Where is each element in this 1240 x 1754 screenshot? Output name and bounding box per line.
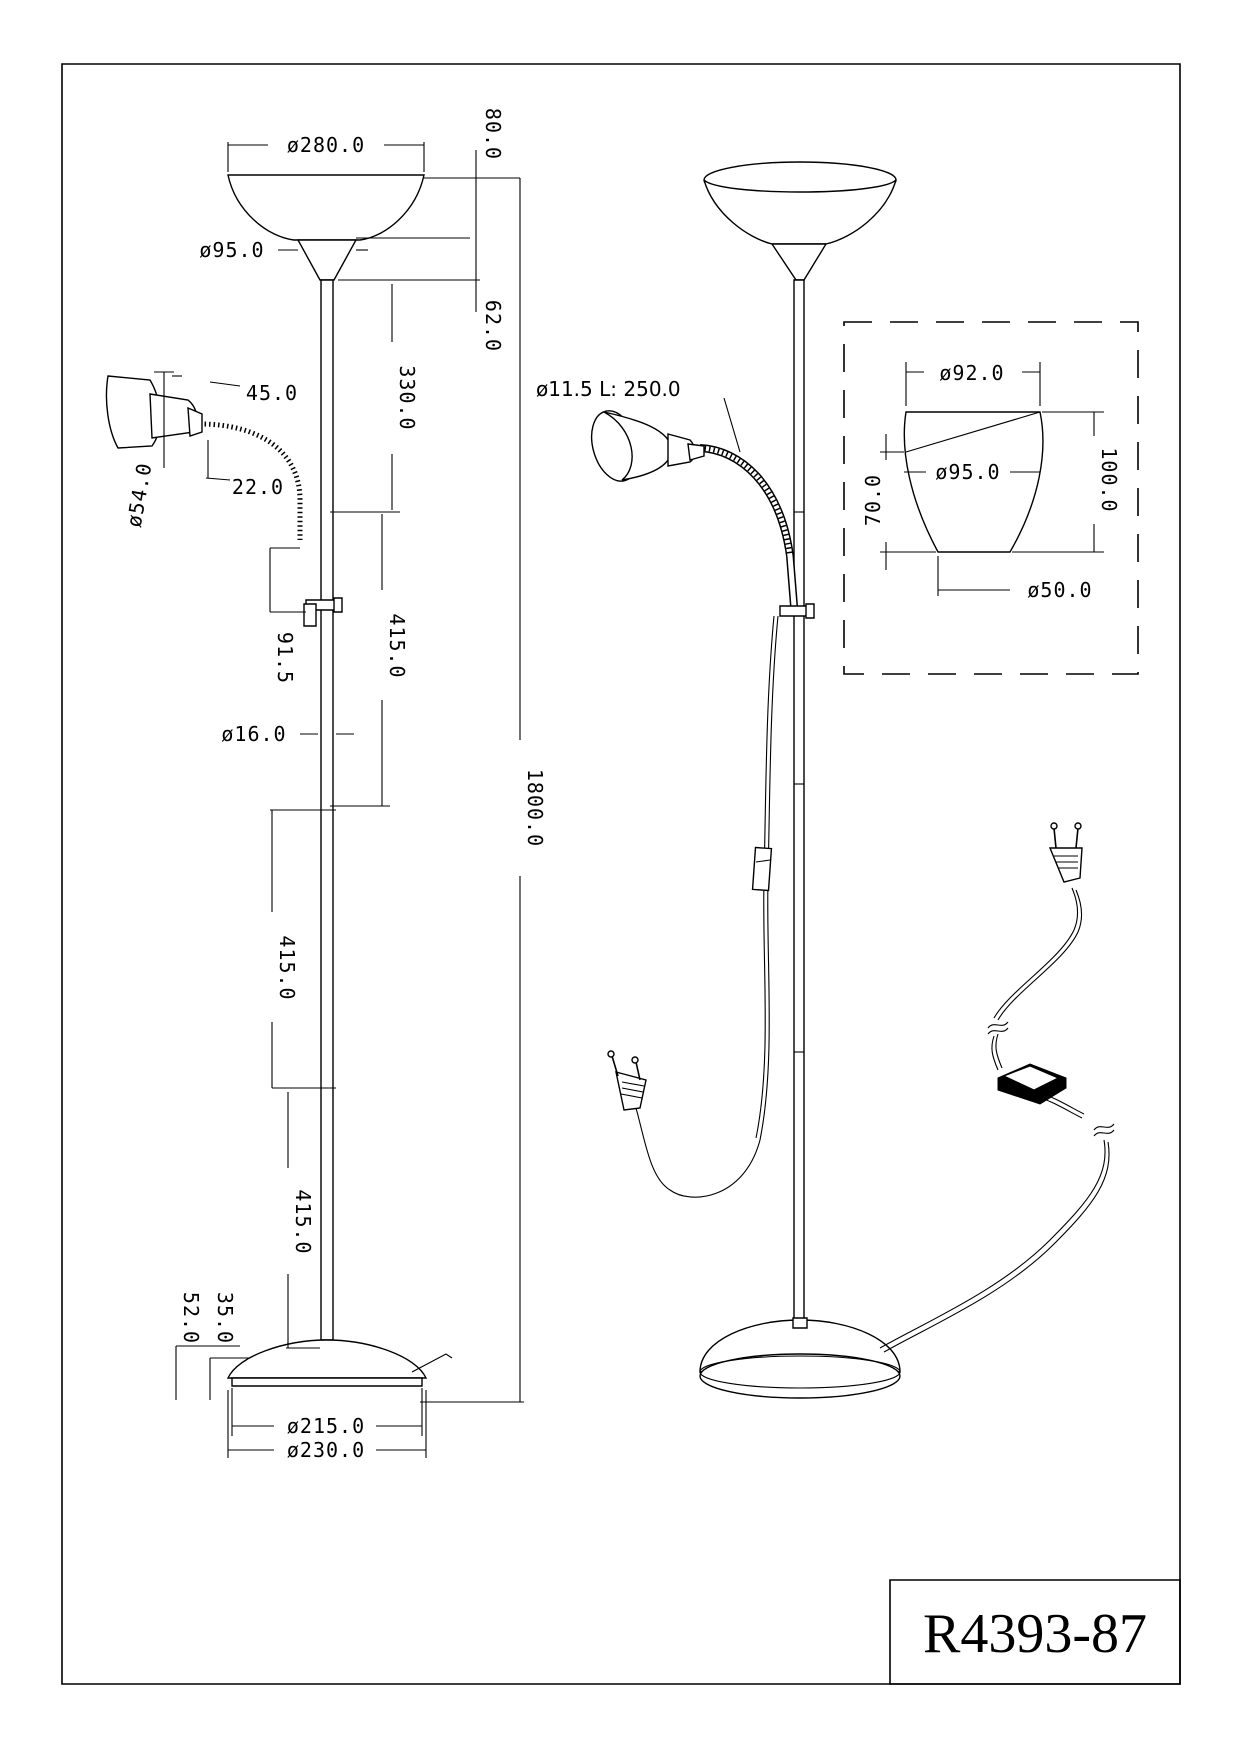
persp-flex-arm bbox=[700, 448, 794, 606]
drawing-frame bbox=[62, 64, 1180, 1684]
dim-reading-spot-diameter: ø54.0 bbox=[122, 461, 157, 529]
persp-bowl-body bbox=[704, 180, 896, 244]
dim-base-inner-diameter: ø215.0 bbox=[287, 1414, 365, 1438]
detail-dim-cut: ø95.0 bbox=[935, 460, 1000, 484]
dim-shade-height: 80.0 bbox=[481, 108, 505, 160]
plug-icon bbox=[1050, 822, 1082, 882]
plug-icon bbox=[607, 1050, 646, 1110]
uplight-bowl bbox=[228, 175, 424, 240]
uplight-cone bbox=[298, 240, 356, 280]
title-block bbox=[890, 1580, 1180, 1684]
flex-arm bbox=[200, 424, 300, 598]
dim-base-dome-height: 35.0 bbox=[213, 1292, 237, 1344]
dim-shade-diameter: ø280.0 bbox=[287, 133, 365, 157]
detail-shade-outline bbox=[904, 412, 1043, 552]
detail-frame bbox=[844, 322, 1138, 674]
dim-base-height: 52.0 bbox=[179, 1292, 203, 1344]
dim-flex-arm: ø11.5 L: 250.0 bbox=[536, 377, 681, 401]
persp-pole bbox=[794, 280, 804, 1330]
dim-cone-height: 62.0 bbox=[481, 300, 505, 352]
flex-arm-inner bbox=[200, 424, 300, 598]
power-cord-stub bbox=[412, 1354, 452, 1372]
dim-reading-spot-depth: 22.0 bbox=[232, 475, 284, 499]
model-code: R4393-87 bbox=[923, 1603, 1147, 1665]
detail-dim-top: ø92.0 bbox=[939, 361, 1004, 385]
detail-dim-total-height: 100.0 bbox=[1097, 447, 1121, 512]
lamp-perspective-view bbox=[584, 162, 1114, 1398]
dim-lower-segment-1: 415.0 bbox=[275, 935, 299, 1000]
persp-cord bbox=[636, 616, 778, 1197]
detail-shade bbox=[904, 412, 1043, 552]
dim-clamp-height: 91.5 bbox=[273, 632, 297, 684]
persp-cone bbox=[772, 244, 826, 280]
persp-base-cord bbox=[880, 1140, 1105, 1348]
arm-clamp-foot bbox=[304, 604, 316, 626]
dim-mid-segment: 415.0 bbox=[385, 613, 409, 678]
reading-spot-socket bbox=[188, 408, 202, 436]
dim-pole-diameter: ø16.0 bbox=[221, 722, 286, 746]
arm-clamp-knob bbox=[334, 598, 342, 612]
dim-upper-segment: 330.0 bbox=[395, 365, 419, 430]
dimension-lines-detail bbox=[880, 362, 1104, 596]
detail-dim-bottom: ø50.0 bbox=[1027, 578, 1092, 602]
lamp-base-plate bbox=[232, 1378, 422, 1386]
lamp-base bbox=[228, 1340, 426, 1378]
dim-reading-spot-width: 45.0 bbox=[246, 381, 298, 405]
dim-base-outer-diameter: ø230.0 bbox=[287, 1438, 365, 1462]
dim-lower-segment-2: 415.0 bbox=[291, 1189, 315, 1254]
dim-total-height: 1800.0 bbox=[523, 769, 547, 847]
persp-spot-shell bbox=[604, 412, 672, 480]
dimension-lines-front bbox=[154, 142, 524, 1458]
persp-base-plate bbox=[700, 1354, 900, 1398]
foot-switch-icon bbox=[998, 1064, 1066, 1104]
lamp-front-view bbox=[106, 175, 452, 1386]
dim-cone-diameter: ø95.0 bbox=[199, 238, 264, 262]
detail-dim-side-height: 70.0 bbox=[861, 474, 885, 526]
flex-arm-hatch bbox=[200, 424, 300, 540]
persp-inline-switch bbox=[753, 847, 772, 890]
